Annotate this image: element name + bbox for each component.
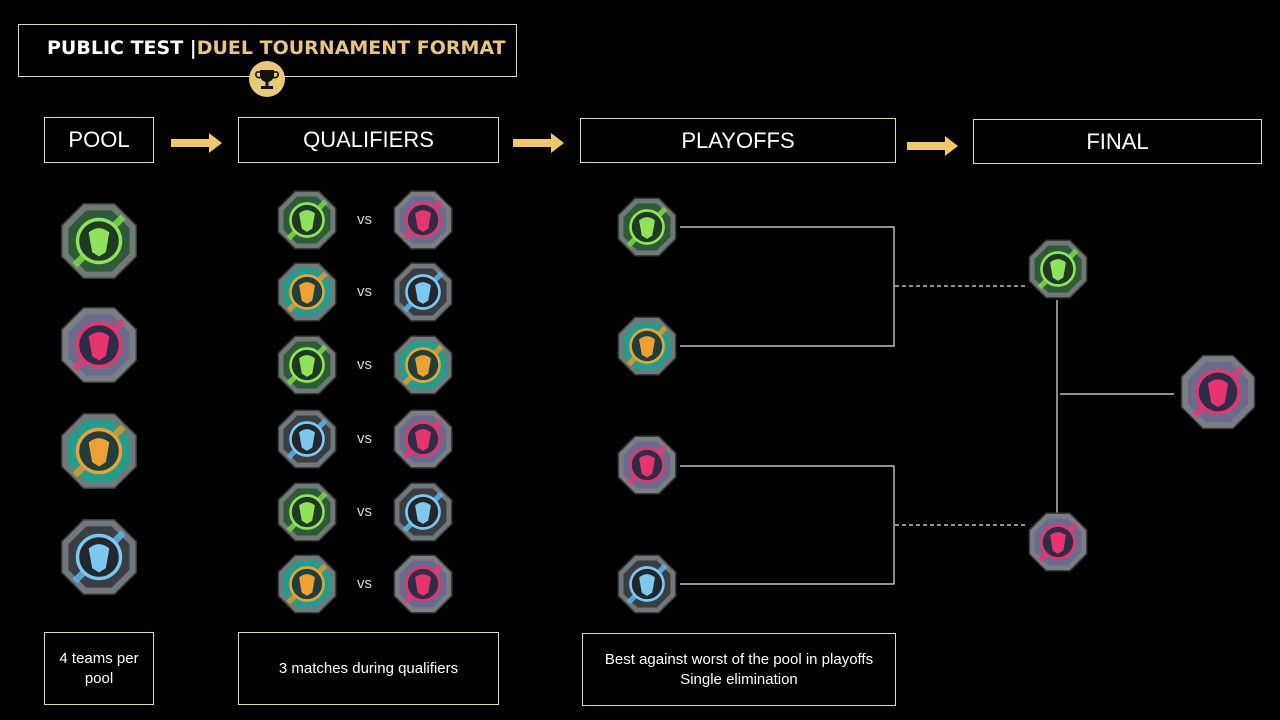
note-pool-text: 4 teams per pool — [59, 649, 139, 687]
vs-label: vs — [357, 575, 372, 592]
arrow-right-icon — [171, 133, 222, 153]
team-badge-orange — [614, 313, 680, 384]
stage-pool-label: POOL — [68, 127, 130, 152]
team-badge-blue — [390, 259, 456, 330]
team-badge-blue — [56, 514, 142, 605]
title-prefix: PUBLIC TEST | — [47, 36, 197, 59]
team-badge-pink — [1025, 509, 1091, 580]
vs-label: vs — [357, 211, 372, 228]
stage-final-label: FINAL — [1086, 128, 1149, 154]
stage-final: FINAL — [973, 119, 1262, 164]
title-highlight: DUEL TOURNAMENT FORMAT — [196, 36, 506, 59]
stage-pool: POOL — [44, 117, 154, 163]
arrow-right-icon — [907, 136, 958, 156]
note-playoffs: Best against worst of the pool in playof… — [582, 633, 896, 706]
note-playoffs-line2: Single elimination — [680, 670, 798, 688]
team-badge-green — [274, 332, 340, 403]
team-badge-pink — [56, 302, 142, 393]
team-badge-blue — [390, 479, 456, 550]
arrow-right-icon — [513, 133, 564, 153]
team-badge-pink — [390, 406, 456, 477]
stage-qualifiers: QUALIFIERS — [238, 117, 499, 163]
note-qualifiers-text: 3 matches during qualifiers — [278, 659, 459, 677]
team-badge-pink — [390, 187, 456, 258]
winner-badge-pink — [1176, 350, 1260, 439]
team-badge-blue — [274, 406, 340, 477]
vs-label: vs — [357, 283, 372, 300]
team-badge-orange — [274, 259, 340, 330]
note-playoffs-line1: Best against worst of the pool in playof… — [604, 650, 874, 668]
team-badge-green — [1025, 236, 1091, 307]
note-pool: 4 teams per pool — [44, 632, 154, 705]
team-badge-pink — [390, 551, 456, 622]
trophy-icon — [249, 61, 285, 97]
note-qualifiers: 3 matches during qualifiers — [238, 632, 499, 705]
vs-label: vs — [357, 503, 372, 520]
stage-qualifiers-label: QUALIFIERS — [303, 127, 434, 152]
team-badge-green — [614, 194, 680, 265]
team-badge-green — [56, 198, 142, 289]
vs-label: vs — [357, 356, 372, 373]
team-badge-orange — [274, 551, 340, 622]
team-badge-orange — [390, 332, 456, 403]
vs-label: vs — [357, 430, 372, 447]
team-badge-pink — [614, 432, 680, 503]
stage-playoffs-label: PLAYOFFS — [681, 127, 795, 153]
team-badge-green — [274, 187, 340, 258]
stage-playoffs: PLAYOFFS — [580, 118, 896, 163]
team-badge-orange — [56, 408, 142, 499]
team-badge-green — [274, 479, 340, 550]
team-badge-blue — [614, 551, 680, 622]
